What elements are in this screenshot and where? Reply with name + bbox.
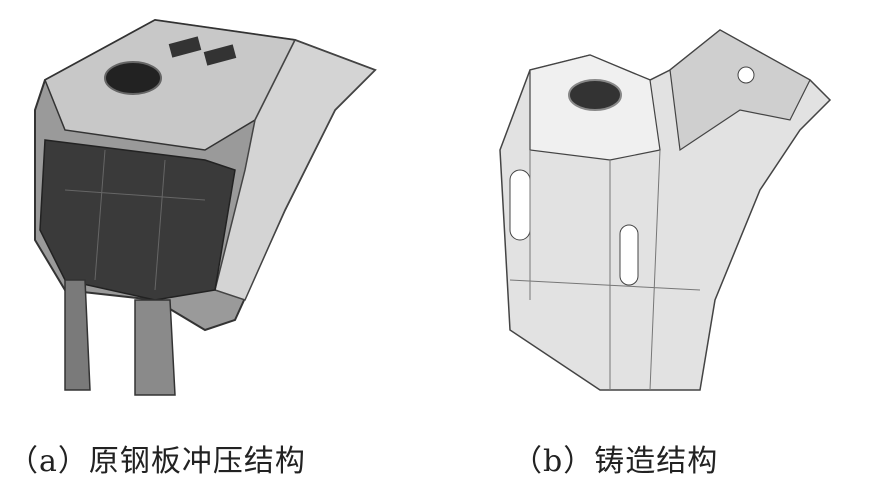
cast-structure-image	[499, 29, 832, 391]
caption-a: （a）原钢板冲压结构	[8, 444, 306, 479]
stamped-steel-structure-image	[34, 18, 377, 396]
caption-b: （b）铸造结构	[512, 444, 719, 479]
